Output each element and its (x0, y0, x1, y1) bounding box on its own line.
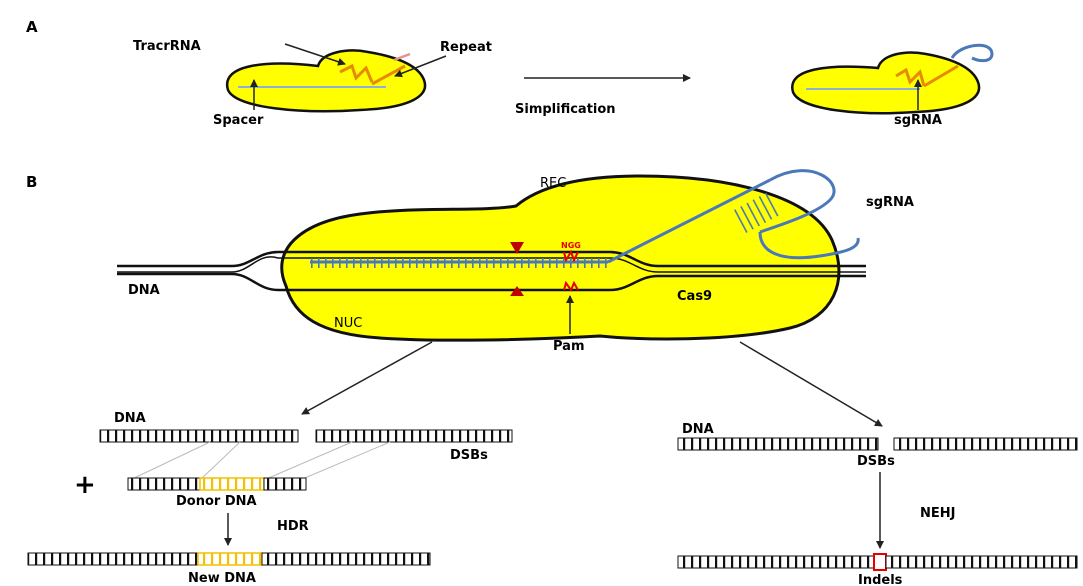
cas9-protein-small-2 (792, 53, 979, 114)
new-dna-label: New DNA (188, 571, 256, 586)
homology-line-1 (130, 442, 210, 480)
nehj-dna-label: DNA (682, 422, 714, 437)
homology-line-3 (264, 442, 352, 480)
panel-a-letter: A (26, 18, 38, 36)
new-dna-left (28, 553, 198, 565)
homology-line-4 (300, 442, 390, 480)
hdr-dsbs-label: DSBs (450, 448, 488, 463)
repeat-label: Repeat (440, 40, 492, 55)
nehj-dsb-left (678, 438, 878, 450)
indel-site (874, 554, 886, 570)
sgrna-loop (952, 45, 992, 60)
spacer-label: Spacer (213, 113, 264, 128)
nehj-dsb-right (894, 438, 1077, 450)
nuc-label: NUC (334, 316, 362, 331)
dsb-left-fragment (100, 430, 298, 442)
simplification-label: Simplification (515, 102, 616, 117)
nehj-branch: DNA DSBs NEHJ Indels (678, 422, 1077, 586)
rec-label: REC (540, 176, 566, 191)
repeat-pink (394, 54, 410, 60)
sgrna-label-b: sgRNA (866, 195, 914, 210)
donor-left-arm (128, 478, 200, 490)
sgrna-label-a: sgRNA (894, 113, 942, 128)
donor-insert (200, 478, 264, 490)
ngg-label: NGG (561, 241, 581, 250)
cas9-label: Cas9 (677, 289, 712, 304)
cas9-with-sgrna (792, 45, 992, 113)
panel-b-letter: B (26, 173, 37, 191)
hdr-branch: DNA DSBs + Donor DNA HDR New DNA (28, 411, 512, 586)
pam-label: Pam (553, 339, 585, 354)
donor-right-arm (264, 478, 306, 490)
indels-right (886, 556, 1077, 568)
dna-label-main: DNA (128, 283, 160, 298)
homology-line-2 (200, 442, 240, 480)
hdr-dna-label: DNA (114, 411, 146, 426)
indels-label: Indels (858, 573, 903, 586)
hdr-label: HDR (277, 519, 309, 534)
nehj-branch-arrow (740, 342, 882, 426)
plus-sign: + (74, 470, 96, 500)
new-dna-insert (198, 553, 262, 565)
nehj-dsbs-label: DSBs (857, 454, 895, 469)
new-dna-right (262, 553, 430, 565)
indels-left (678, 556, 874, 568)
donor-dna-label: Donor DNA (176, 494, 257, 509)
nehj-label: NEHJ (920, 506, 955, 521)
hdr-branch-arrow (302, 342, 432, 414)
dsb-right-fragment (316, 430, 512, 442)
tracrrna-label: TracrRNA (133, 39, 201, 54)
cas9-with-tracrrna (227, 51, 425, 112)
